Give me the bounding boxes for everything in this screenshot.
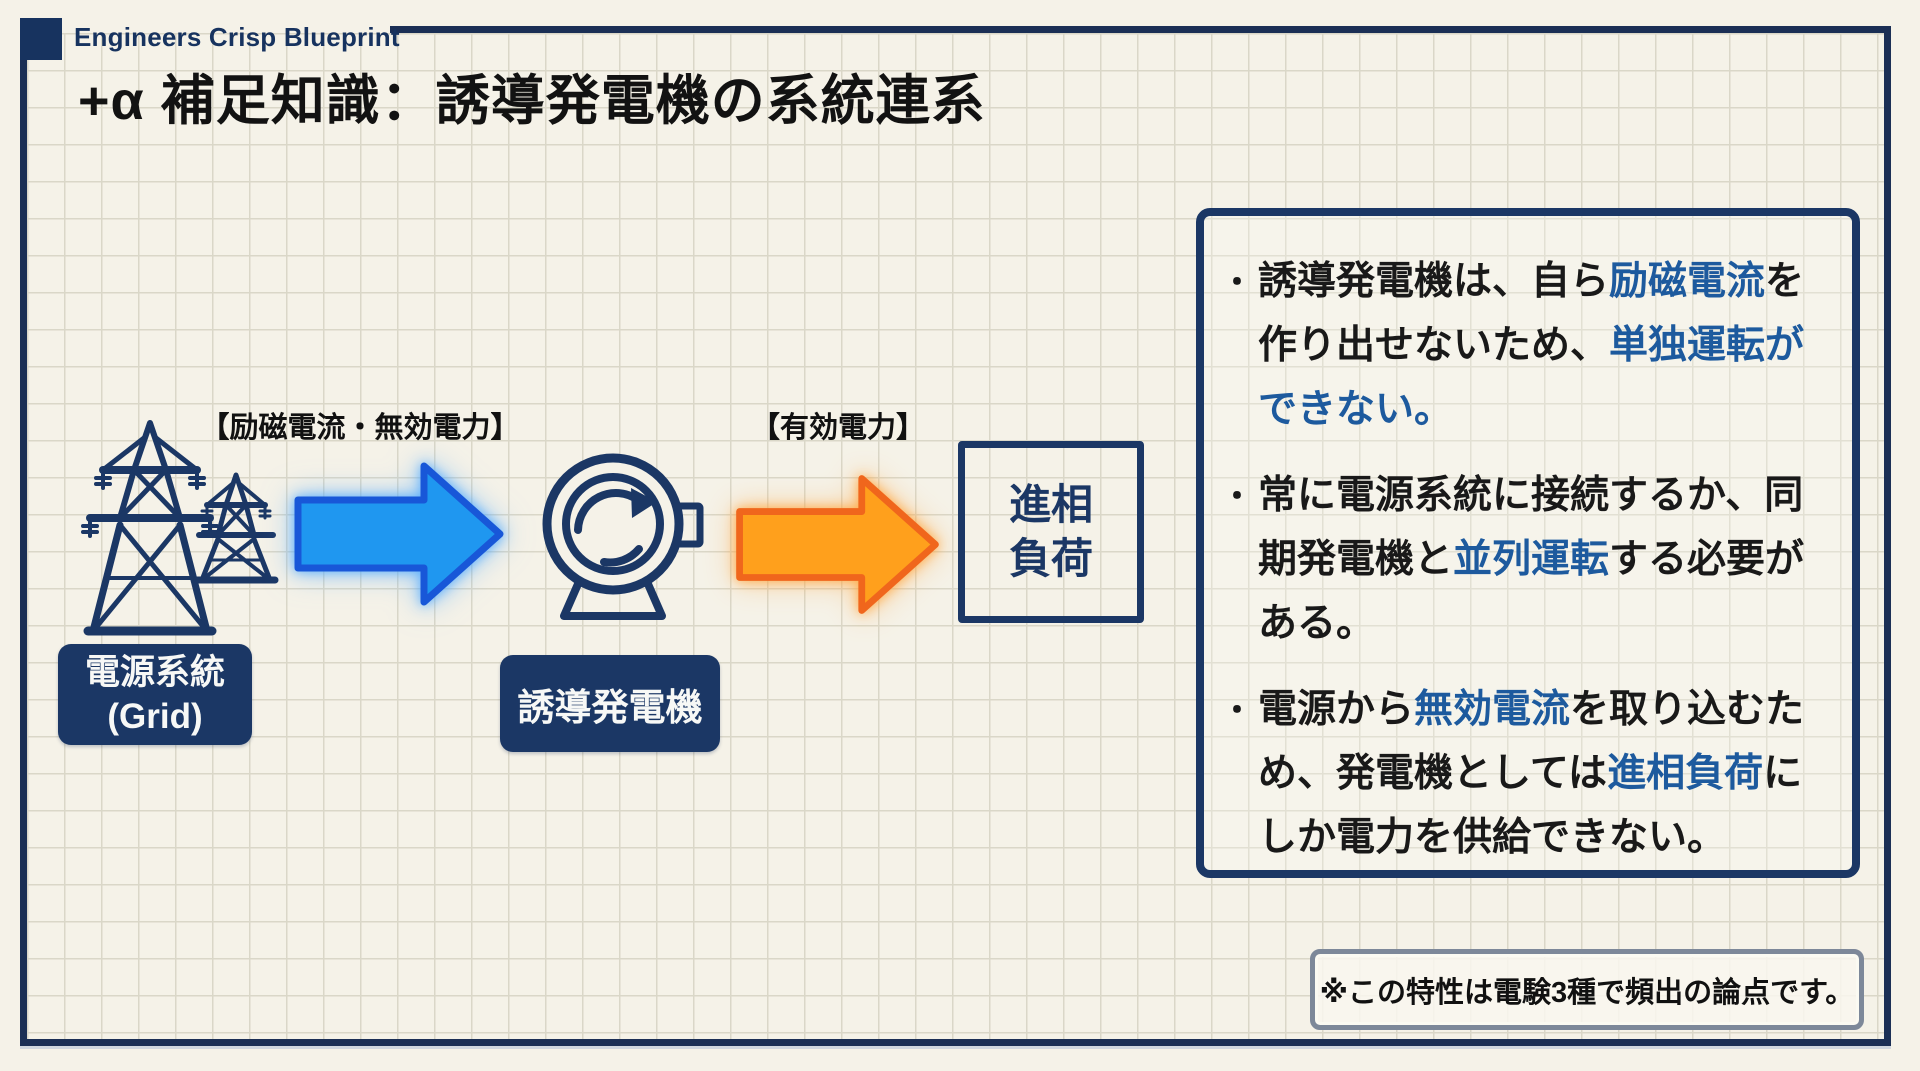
induction-generator-label: 誘導発電機 — [500, 655, 720, 752]
text-segment-highlight: 進相負荷 — [1607, 752, 1764, 795]
bullet-parallel-operation-text: 常に電源系統に接続するか、同期発電機と並列運転する必要がある。 — [1258, 464, 1818, 656]
grid-source-label-line1: 電源系統 — [84, 652, 225, 692]
leading-load-box: 進相 負荷 — [958, 441, 1144, 623]
text-segment: 電源から — [1258, 688, 1415, 731]
frame-border-bottom — [20, 1039, 1891, 1046]
grid-source-label: 電源系統 (Grid) — [58, 644, 252, 745]
text-segment: する必要がある。 — [1258, 538, 1805, 645]
exam-note: ※この特性は電験3種で頻出の論点です。 — [1310, 949, 1864, 1030]
frame-border-right — [1884, 26, 1891, 1046]
text-segment: を取り込むため、発電機としては — [1258, 688, 1805, 795]
transmission-towers-icon — [81, 420, 279, 636]
excitation-current-label: 【励磁電流・無効電力】 — [200, 412, 520, 444]
bullet-parallel-operation: ・ 常に電源系統に接続するか、同期発電機と並列運転する必要がある。 — [1216, 464, 1838, 656]
reactive-power-arrow-icon — [294, 462, 504, 606]
brand-square-icon — [20, 18, 62, 60]
bullet-islanding: ・ 誘導発電機は、自ら励磁電流を作り出せないため、単独運転ができない。 — [1216, 250, 1838, 442]
active-power-arrow-icon — [736, 475, 939, 614]
text-segment: 誘導発電機は、自ら — [1258, 260, 1610, 303]
frame-border-left — [20, 26, 27, 1046]
text-segment: にしか電力を供給できない。 — [1258, 752, 1803, 859]
page-title: +α 補足知識：誘導発電機の系統連系 — [78, 71, 986, 131]
bullet-islanding-text: 誘導発電機は、自ら励磁電流を作り出せないため、単独運転ができない。 — [1258, 250, 1818, 442]
induction-generator-label-text: 誘導発電機 — [517, 686, 703, 728]
text-segment-highlight: 並列運転 — [1453, 538, 1610, 581]
bullet-marker: ・ — [1220, 264, 1253, 300]
text-segment: を作り出せないため、 — [1258, 260, 1805, 367]
exam-note-text: ※この特性は電験3種で頻出の論点です。 — [1319, 976, 1855, 1009]
brand-name: Engineers Crisp Blueprint — [74, 22, 400, 52]
generator-icon — [542, 453, 704, 620]
bullet-marker: ・ — [1220, 478, 1253, 514]
text-segment-highlight: 単独運転ができない。 — [1258, 324, 1805, 431]
bullet-marker: ・ — [1220, 692, 1253, 728]
leading-load-line1: 進相 — [1008, 481, 1093, 528]
grid-source-label-line2: (Grid) — [107, 696, 203, 736]
bullet-leading-load-text: 電源から無効電流を取り込むため、発電機としては進相負荷にしか電力を供給できない。 — [1258, 678, 1818, 870]
key-points-panel: ・ 誘導発電機は、自ら励磁電流を作り出せないため、単独運転ができない。 ・ 常に… — [1196, 208, 1860, 878]
text-segment-highlight: 励磁電流 — [1609, 260, 1766, 303]
active-power-label: 【有効電力】 — [750, 412, 925, 444]
frame-border-top — [390, 26, 1891, 33]
bullet-leading-load: ・ 電源から無効電流を取り込むため、発電機としては進相負荷にしか電力を供給できな… — [1216, 678, 1838, 870]
text-segment-highlight: 無効電流 — [1414, 688, 1571, 731]
leading-load-line2: 負荷 — [1008, 535, 1093, 582]
text-segment: 常に電源系統に接続するか、同期発電機と — [1258, 474, 1804, 581]
